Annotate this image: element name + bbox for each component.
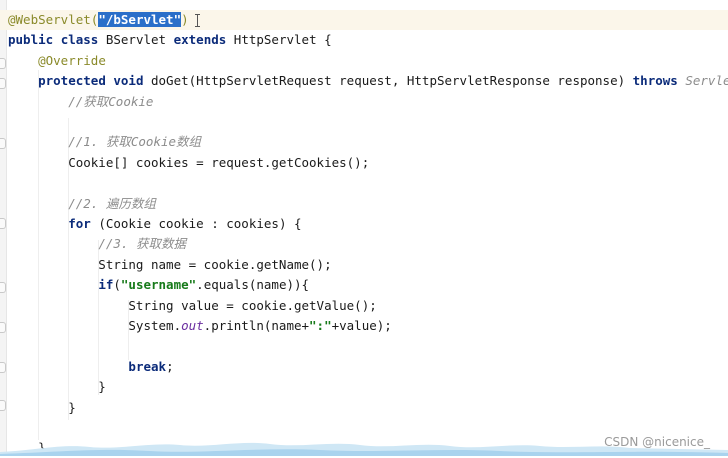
fold-marker-icon[interactable] (0, 58, 6, 69)
code-token (8, 53, 38, 68)
code-token (8, 236, 98, 251)
fold-marker-icon[interactable] (0, 282, 6, 293)
code-token: //2. 遍历数组 (68, 195, 156, 211)
code-token (53, 32, 61, 47)
code-token (8, 216, 68, 231)
indent-guide-line (128, 300, 129, 360)
code-line[interactable]: } (8, 398, 76, 418)
code-token: public (8, 32, 54, 48)
code-line[interactable]: //2. 遍历数组 (8, 194, 156, 214)
indent-guide-line (98, 240, 99, 395)
code-token (8, 359, 128, 374)
code-line[interactable]: @Override (8, 51, 106, 71)
code-token: HttpServlet { (226, 32, 332, 48)
code-line[interactable]: String name = cookie.getName(); (8, 255, 332, 275)
code-token: +value); (331, 318, 392, 333)
fold-marker-icon[interactable] (0, 362, 6, 373)
code-line[interactable]: } (8, 377, 106, 397)
code-line[interactable]: for (Cookie cookie : cookies) { (8, 214, 302, 234)
indent-guide-line (68, 118, 69, 420)
code-token: .println(name+ (203, 318, 310, 333)
code-token: ( (113, 277, 121, 293)
code-token: System. (8, 318, 182, 333)
code-token: for (68, 216, 91, 231)
selected-text: "/bServlet" (98, 12, 182, 27)
code-line[interactable]: @WebServlet("/bServlet") (0, 10, 728, 30)
watermark-text: CSDN @nicenice_ (604, 435, 710, 449)
code-line[interactable]: protected void doGet(HttpServletRequest … (8, 71, 728, 91)
fold-marker-icon[interactable] (0, 138, 6, 149)
code-token: "username" (120, 277, 197, 293)
code-token: //3. 获取数据 (98, 236, 186, 252)
code-token: //1. 获取Cookie数组 (68, 134, 202, 150)
code-token (8, 94, 68, 109)
code-token: out (181, 318, 204, 333)
code-line[interactable]: if("username".equals(name)){ (8, 275, 309, 295)
code-line[interactable]: //1. 获取Cookie数组 (8, 132, 201, 152)
code-line[interactable]: Cookie[] cookies = request.getCookies(); (8, 153, 369, 173)
code-line[interactable]: //获取Cookie (8, 92, 153, 112)
code-line[interactable]: break; (8, 357, 174, 377)
code-token: void (113, 73, 144, 89)
decorative-wave-strip (0, 442, 728, 456)
code-token: doGet(HttpServletRequest request, HttpSe… (143, 73, 633, 89)
code-token: throws (632, 73, 678, 89)
code-token: extends (173, 32, 227, 48)
fold-marker-icon[interactable] (0, 218, 6, 229)
code-token: BServlet (98, 32, 174, 48)
fold-marker-icon[interactable] (0, 78, 6, 89)
code-line[interactable]: //3. 获取数据 (8, 234, 186, 254)
fold-marker-icon[interactable] (0, 400, 6, 411)
code-line[interactable]: System.out.println(name+":"+value); (8, 316, 392, 336)
code-token (8, 277, 98, 292)
code-token: } (8, 399, 76, 415)
code-token: (Cookie cookie : cookies) { (90, 216, 302, 231)
code-token: ":" (309, 318, 332, 333)
code-token: ; (166, 358, 174, 374)
code-token: @Override (38, 52, 106, 68)
code-token: .equals(name)){ (196, 277, 310, 293)
fold-gutter (0, 0, 7, 456)
code-token (8, 134, 68, 149)
code-token: break (128, 358, 167, 374)
code-token: protected (38, 73, 106, 89)
code-token: } (8, 379, 106, 395)
indent-guide-line (38, 70, 39, 440)
fold-marker-icon[interactable] (0, 322, 6, 333)
code-line[interactable]: } (8, 438, 46, 458)
code-token: //获取Cookie (68, 93, 154, 109)
code-token: class (60, 32, 99, 48)
code-line[interactable]: String value = cookie.getValue(); (8, 296, 377, 316)
code-token: Servle (685, 73, 728, 89)
code-token: ) (181, 12, 189, 27)
code-token: Cookie[] cookies = request.getCookies(); (8, 154, 370, 170)
code-token: } (8, 440, 46, 456)
code-token (8, 73, 38, 88)
code-token: String name = cookie.getName(); (8, 256, 332, 272)
code-line[interactable]: public class BServlet extends HttpServle… (8, 30, 332, 50)
code-token (8, 196, 68, 211)
code-token: @WebServlet( (8, 12, 99, 27)
code-token: String value = cookie.getValue(); (8, 297, 377, 313)
text-cursor-icon (194, 14, 200, 27)
code-token: if (98, 277, 114, 293)
